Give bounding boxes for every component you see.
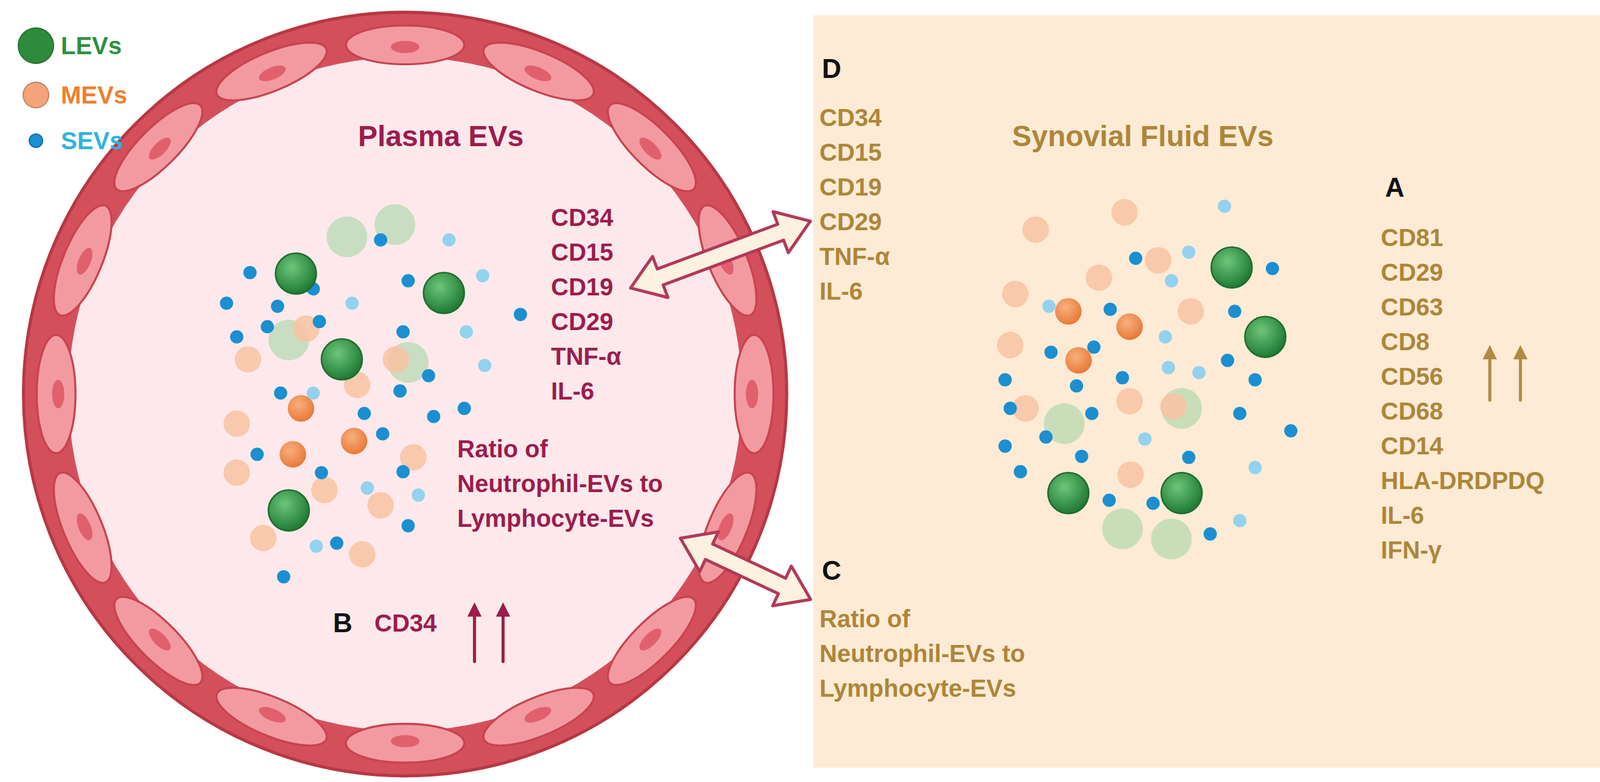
panel-letter: C	[821, 555, 842, 586]
marker-list: CD81CD29CD63CD8CD56CD68CD14HLA-DRDPDQIL-…	[1380, 220, 1545, 568]
marker-text: CD8	[1380, 324, 1545, 360]
legend-swatch	[22, 81, 50, 109]
increase-arrows	[467, 345, 1528, 662]
marker-list: CD34CD15CD19CD29TNF-αIL-6	[550, 200, 622, 409]
panel-title: Synovial Fluid EVs	[899, 119, 1387, 153]
marker-text: TNF-α	[819, 239, 891, 274]
marker-text: CD56	[1380, 359, 1545, 394]
marker-text: CD29	[550, 304, 622, 340]
marker-text: CD34	[550, 200, 622, 236]
marker-text: CD19	[819, 169, 891, 205]
legend-swatch	[17, 27, 55, 64]
panel-letter: A	[1385, 172, 1405, 203]
marker-list: CD34CD15CD19CD29TNF-αIL-6	[819, 100, 891, 309]
legend-swatch	[28, 133, 44, 148]
marker-text: Ratio of Neutrophil-EVs to Lymphocyte-EV…	[457, 431, 672, 536]
panel-title: Plasma EVs	[258, 119, 624, 153]
ratio-text: Ratio of Neutrophil-EVs to Lymphocyte-EV…	[819, 601, 1034, 706]
marker-text: CD14	[1380, 428, 1545, 464]
panel-letter: B	[333, 607, 353, 639]
synovial-background	[813, 15, 1600, 768]
marker-text: CD15	[550, 235, 622, 270]
blood-vessel: Plasma EVsCD34CD15CD19CD29TNF-αIL-6Ratio…	[23, 12, 787, 776]
marker-text: CD68	[1380, 393, 1545, 429]
synovial-evs	[996, 199, 1298, 560]
marker-text: CD34	[374, 609, 437, 637]
marker-text: CD34	[819, 100, 891, 136]
legend-text: SEVs	[60, 126, 123, 156]
double-arrow	[630, 211, 811, 298]
marker-text: CD29	[819, 204, 891, 240]
marker-text: TNF-α	[550, 339, 622, 374]
panel-letter: D	[821, 53, 842, 85]
marker-text: HLA-DRDPDQ	[1380, 463, 1545, 499]
marker-text: CD15	[819, 135, 891, 170]
legend-text: MEVs	[60, 80, 128, 110]
blood-vessel	[23, 12, 788, 776]
legend-text: LEVs	[60, 31, 122, 61]
marker-text: CD29	[1380, 255, 1545, 290]
double-arrow	[680, 531, 811, 606]
marker-text: CD19	[550, 269, 622, 305]
marker-text: IL-6	[550, 373, 622, 409]
synovial-panel: Synovial Fluid EVsCD34CD15CD19CD29TNF-αI…	[813, 15, 1600, 768]
marker-text: IL-6	[819, 273, 891, 309]
marker-text: CD81	[1380, 220, 1545, 256]
marker-text: IFN-γ	[1380, 532, 1545, 568]
marker-text: Ratio of Neutrophil-EVs to Lymphocyte-EV…	[819, 601, 1034, 706]
ratio-text: Ratio of Neutrophil-EVs to Lymphocyte-EV…	[457, 431, 672, 536]
marker-text: IL-6	[1380, 498, 1545, 533]
marker-text: CD63	[1380, 289, 1545, 325]
